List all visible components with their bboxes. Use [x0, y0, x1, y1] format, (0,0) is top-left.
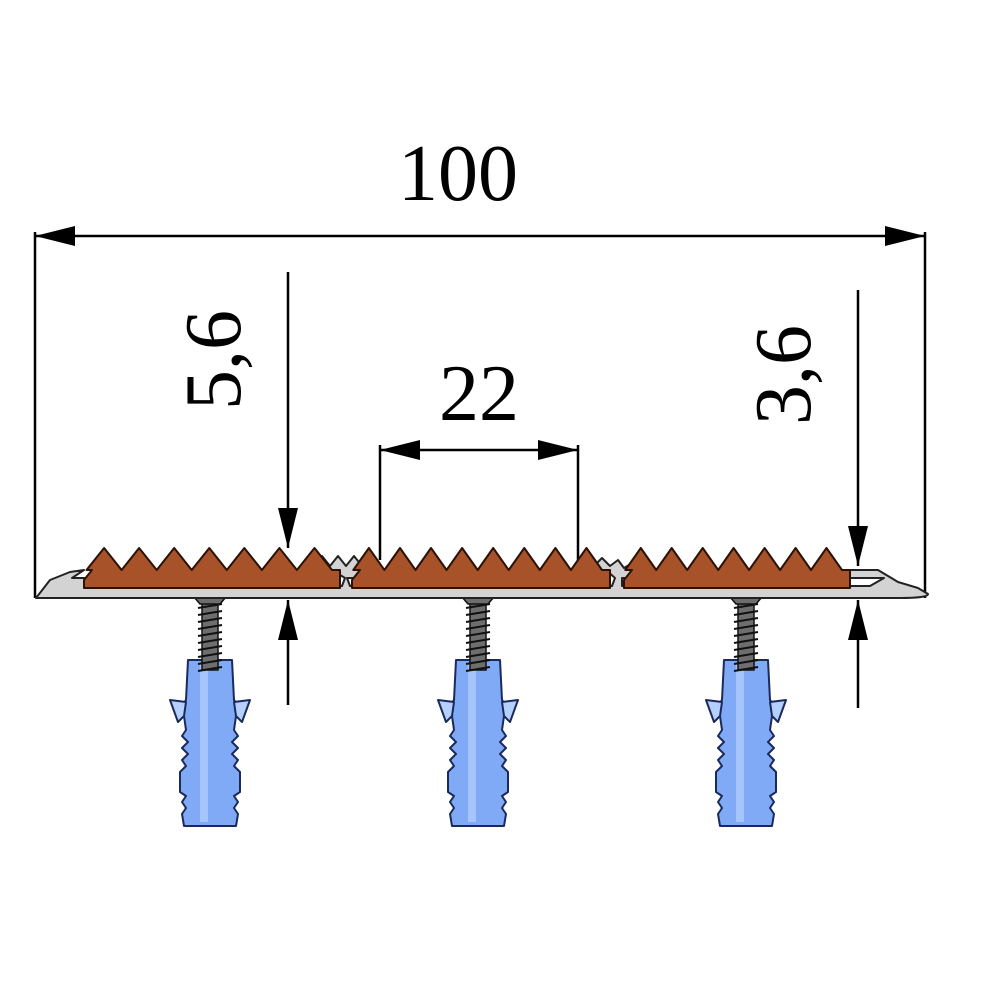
screw-thread — [733, 617, 759, 623]
total-height-label: 5,6 — [170, 310, 258, 410]
screw-thread — [733, 666, 759, 672]
overall-width-label: 100 — [398, 130, 518, 218]
screw-and-dowel — [437, 589, 519, 827]
anti-slip-insert — [623, 547, 851, 589]
screw-thread — [733, 659, 759, 665]
screw-thread — [733, 652, 759, 658]
screw-thread — [465, 638, 491, 644]
screw-thread — [465, 631, 491, 637]
total-height-dimension: 5,6 — [170, 272, 298, 705]
screw-thread — [197, 624, 223, 630]
anti-slip-inserts — [83, 547, 851, 589]
screw-thread — [197, 659, 223, 665]
dowel-highlight — [736, 664, 744, 822]
dowel-wing-right — [769, 699, 787, 723]
edge-height-label: 3,6 — [740, 325, 828, 425]
wall-plug-dowel — [711, 659, 781, 827]
wall-plug-dowel — [175, 659, 245, 827]
wall-plug-dowel — [443, 659, 513, 827]
dowel-wing-left — [705, 699, 723, 723]
screw-thread — [465, 659, 491, 665]
dowel-highlight — [200, 664, 208, 822]
screw-thread — [197, 666, 223, 672]
insert-width-label: 22 — [439, 350, 519, 438]
dowel-wing-left — [169, 699, 187, 723]
dowel-wing-right — [501, 699, 519, 723]
screw-and-dowel — [705, 589, 787, 827]
screw-thread — [197, 652, 223, 658]
screw-thread — [197, 610, 223, 616]
insert-width-dimension: 22 — [378, 350, 580, 560]
screw-thread — [733, 638, 759, 644]
screw-thread — [465, 610, 491, 616]
screw-thread — [733, 631, 759, 637]
anti-slip-insert — [351, 547, 611, 589]
edge-height-dimension: 3,6 — [740, 290, 868, 708]
screw-thread — [465, 645, 491, 651]
screw-thread — [465, 652, 491, 658]
screw-thread — [733, 645, 759, 651]
screw-thread — [197, 617, 223, 623]
screw-thread — [465, 624, 491, 630]
dowel-wing-left — [437, 699, 455, 723]
screw-thread — [733, 610, 759, 616]
screw-thread — [197, 638, 223, 644]
screw-thread — [465, 666, 491, 672]
fasteners-group — [169, 589, 787, 827]
screw-and-dowel — [169, 589, 251, 827]
dowel-highlight — [468, 664, 476, 822]
anti-slip-insert — [83, 547, 341, 589]
screw-thread — [733, 624, 759, 630]
screw-thread — [465, 617, 491, 623]
screw-thread — [197, 631, 223, 637]
dowel-wing-right — [233, 699, 251, 723]
screw-thread — [197, 645, 223, 651]
overall-width-dimension: 100 — [33, 130, 927, 598]
